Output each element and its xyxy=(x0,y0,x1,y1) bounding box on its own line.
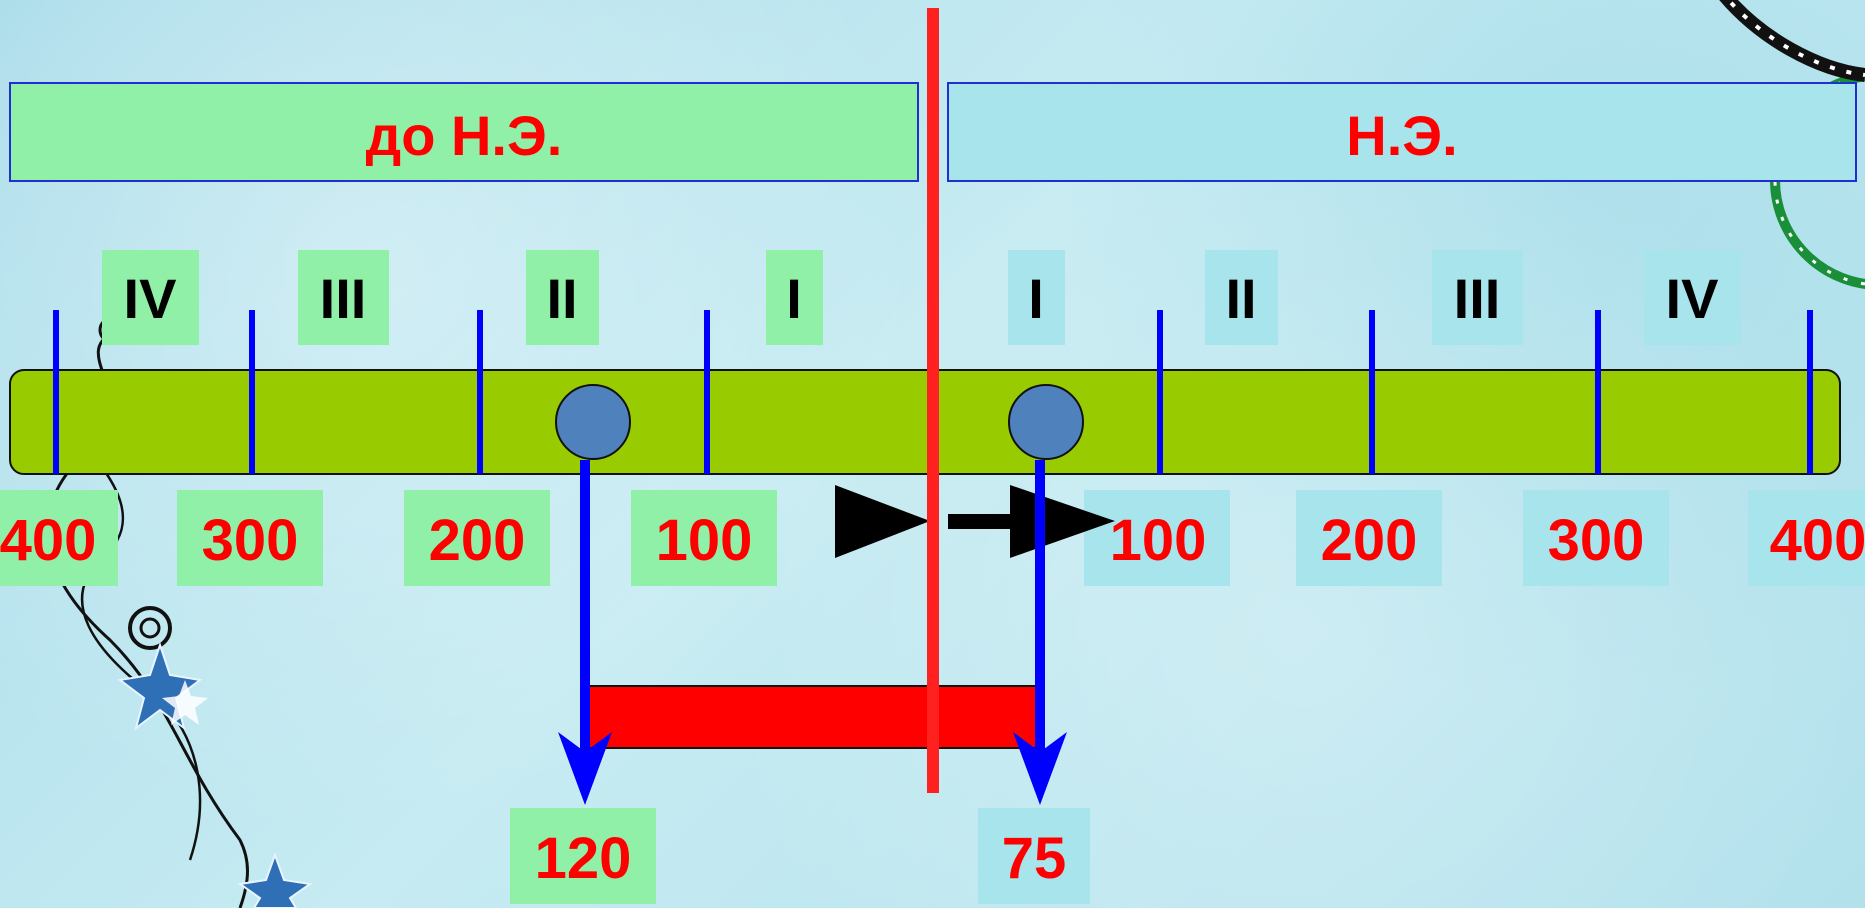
ad-header-box xyxy=(947,82,1857,182)
century-label: II xyxy=(1225,267,1256,330)
event-marker-start xyxy=(555,384,631,460)
bc-header-label: до Н.Э. xyxy=(366,104,563,167)
year-label: 400 xyxy=(1770,508,1865,573)
bc-header-box xyxy=(9,82,919,182)
year-label: 200 xyxy=(1321,508,1418,573)
timeline-ticks xyxy=(53,310,1813,474)
century-label: III xyxy=(1454,267,1501,330)
event-label-start: 120 xyxy=(535,826,632,891)
century-label: III xyxy=(320,267,367,330)
event-marker-end xyxy=(1008,384,1084,460)
century-labels: IV III II I I II III IV xyxy=(102,250,1741,345)
timeline-bar xyxy=(9,369,1841,475)
era-divider xyxy=(927,8,939,793)
century-label: IV xyxy=(124,267,177,330)
year-label: 300 xyxy=(1548,508,1645,573)
event-pointer-start xyxy=(558,460,612,805)
century-label: IV xyxy=(1666,267,1719,330)
year-label: 100 xyxy=(656,508,753,573)
star-icon xyxy=(117,641,203,731)
year-labels: 400 300 200 100 100 200 300 400 xyxy=(0,490,1865,586)
century-label: II xyxy=(546,267,577,330)
span-bar xyxy=(582,685,1040,749)
event-pointer-end xyxy=(1013,460,1067,805)
century-label: I xyxy=(1028,267,1044,330)
year-label: 100 xyxy=(1110,508,1207,573)
year-label: 300 xyxy=(202,508,299,573)
event-label-box-end xyxy=(978,808,1090,904)
event-label-end: 75 xyxy=(1002,826,1067,891)
star-icon xyxy=(237,852,313,908)
year-label: 400 xyxy=(0,508,96,573)
century-label: I xyxy=(786,267,802,330)
right-arrow-icon xyxy=(835,485,1115,558)
ad-header-label: Н.Э. xyxy=(1346,104,1457,167)
event-label-box-start xyxy=(510,808,656,904)
year-label: 200 xyxy=(429,508,526,573)
